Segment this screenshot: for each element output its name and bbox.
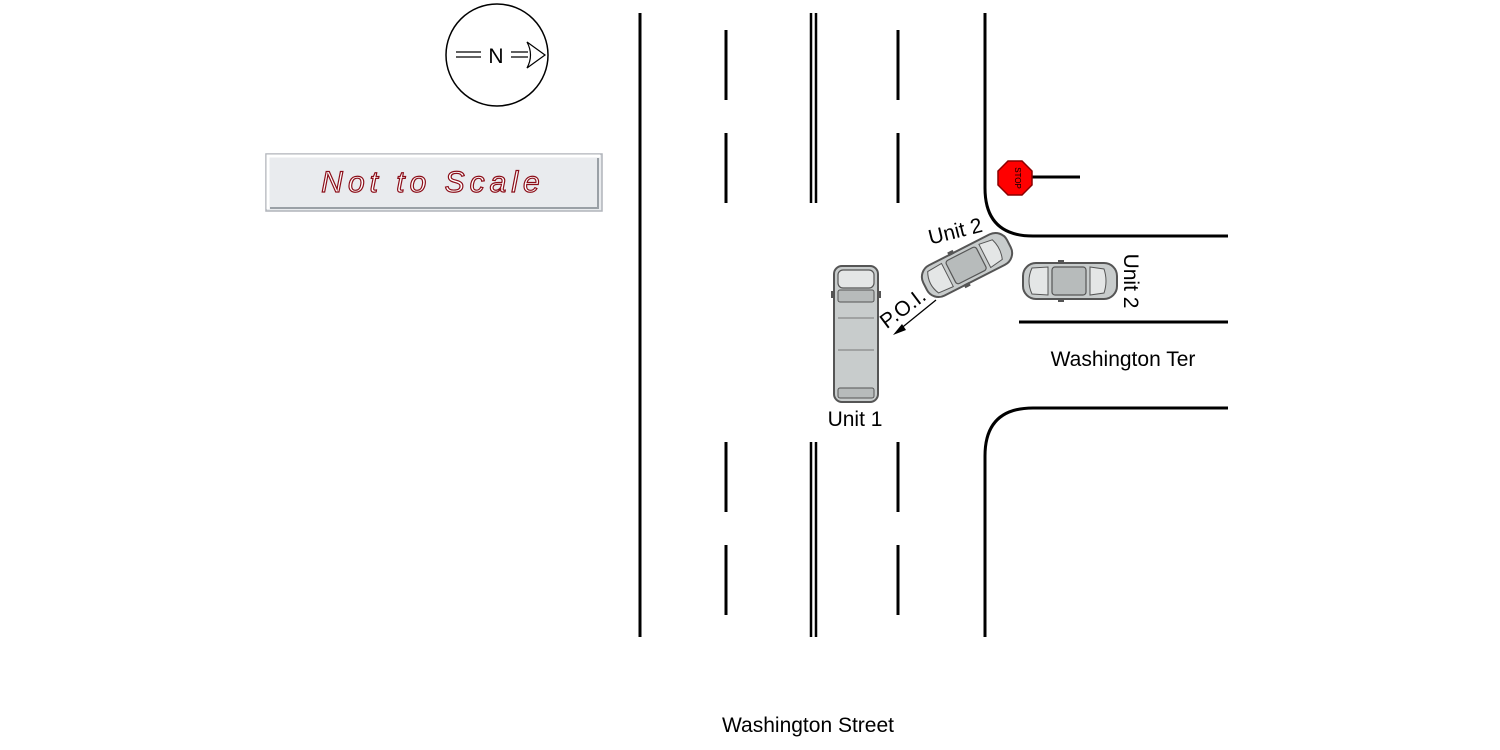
side-street-name: Washington Ter <box>1051 348 1196 371</box>
unit1-vehicle <box>831 265 881 403</box>
scale-note: Not to Scale <box>265 153 603 212</box>
east-curb-north-corner <box>983 13 1228 238</box>
unit2-vehicle-impact <box>920 232 1014 298</box>
east-curb-south-corner <box>983 406 1228 637</box>
stop-sign: STOP <box>997 160 1080 196</box>
main-street-name: Washington Street <box>722 714 894 737</box>
north-arrowhead-icon <box>526 41 547 69</box>
north-letter: N <box>488 45 503 68</box>
unit1-label: Unit 1 <box>828 408 883 431</box>
scale-note-text: Not to Scale <box>321 166 544 199</box>
washington-street-road <box>638 13 1228 637</box>
stop-sign-text: STOP <box>1013 167 1022 189</box>
poi-arrowhead-icon <box>893 324 906 335</box>
unit2-final-label: Unit 2 <box>1119 254 1142 309</box>
north-circle <box>445 3 549 107</box>
north-arrow: N <box>445 3 549 107</box>
poi-arrow <box>893 299 937 335</box>
double-center-line <box>809 13 818 637</box>
stop-octagon-icon <box>997 160 1033 196</box>
unit2-vehicle-approach <box>1022 260 1118 302</box>
